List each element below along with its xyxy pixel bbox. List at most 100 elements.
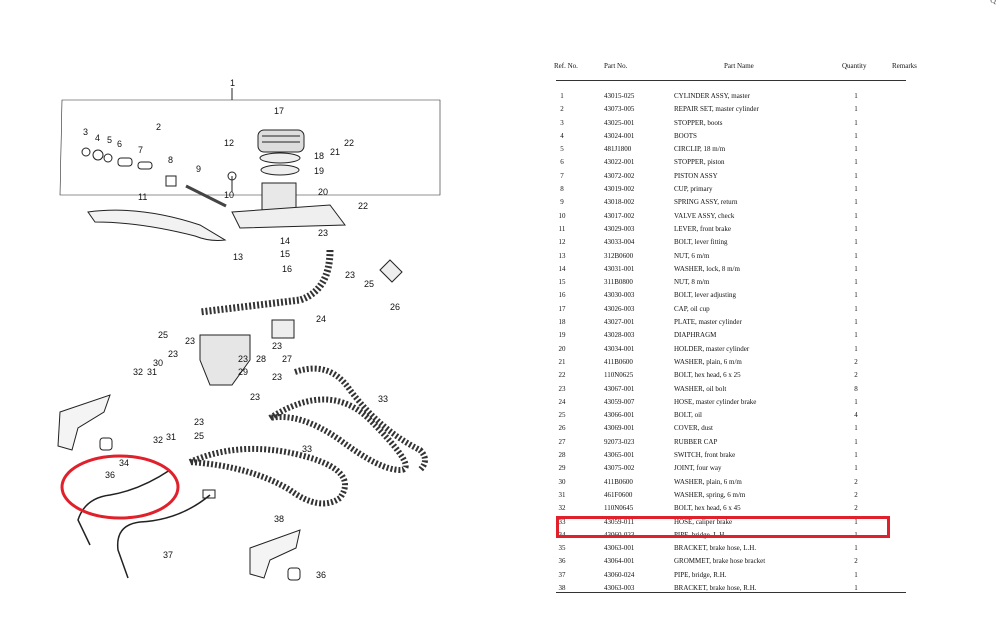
callout-label: 27 — [282, 354, 292, 364]
callout-label: 23 — [345, 270, 355, 280]
part-name-cell: RUBBER CAP — [674, 437, 718, 446]
pipe-callout-circle — [60, 454, 180, 520]
ref-no-cell: 9 — [560, 198, 564, 207]
callout-label: 38 — [274, 514, 284, 524]
part-name-cell: HOSE, caliper brake — [674, 517, 733, 526]
callout-label: 7 — [138, 145, 143, 155]
part-no-cell: 43060-023 — [604, 530, 635, 539]
ref-no-cell: 3 — [560, 118, 564, 127]
ref-no-cell: 23 — [558, 384, 566, 393]
quantity-cell: 1 — [854, 211, 858, 220]
part-no-cell: 43031-001 — [604, 264, 635, 273]
callout-label: 23 — [250, 392, 260, 402]
hose-24 — [199, 249, 334, 316]
quantity-cell: 1 — [854, 118, 858, 127]
part-name-cell: SPRING ASSY, return — [674, 198, 738, 207]
highlight-box — [556, 516, 890, 538]
bracket-rh — [249, 529, 301, 579]
quantity-cell: 2 — [854, 371, 858, 380]
part-name-cell: BOLT, hex head, 6 x 45 — [674, 504, 741, 513]
part-no-cell: 411B0600 — [604, 357, 633, 366]
assembly-outline — [59, 99, 441, 196]
part-no-cell: 461F0600 — [604, 490, 633, 499]
brake-lever — [87, 209, 227, 241]
part-name-cell: CAP, oil cup — [674, 304, 710, 313]
part-no-cell: 43066-001 — [604, 411, 635, 420]
part-name-cell: WASHER, spring, 6 m/m — [674, 490, 746, 499]
callout-label: 32 — [153, 435, 163, 445]
header-part-no: Part No. — [604, 62, 628, 70]
parts-list-table: Ref. No. Part No. Part Name Quantity Rem… — [548, 62, 928, 595]
part-no-cell: 92073-023 — [604, 437, 635, 446]
part-name-cell: SWITCH, front brake — [674, 451, 736, 460]
quantity-cell: 1 — [854, 145, 858, 154]
ref-no-cell: 32 — [558, 504, 566, 513]
ref-no-cell: 13 — [558, 251, 566, 260]
quantity-cell: 1 — [854, 171, 858, 180]
callout-label: 23 — [318, 228, 328, 238]
part-no-cell: 43022-001 — [604, 158, 635, 167]
part-no-cell: 481J1800 — [604, 145, 632, 154]
quantity-cell: 1 — [854, 424, 858, 433]
callout-label: 23 — [194, 417, 204, 427]
ref-no-cell: 38 — [558, 583, 566, 592]
part-name-cell: BOOTS — [674, 131, 697, 140]
callout-label: 10 — [224, 190, 234, 200]
header-rule — [556, 80, 906, 81]
part-name-cell: HOSE, master cylinder brake — [674, 397, 757, 406]
callout-label: 22 — [344, 138, 354, 148]
quantity-cell: 1 — [854, 291, 858, 300]
caliper-hose-33a — [268, 396, 409, 474]
quantity-cell: 8 — [854, 384, 858, 393]
callout-label: 23 — [238, 354, 248, 364]
quantity-cell: 1 — [854, 397, 858, 406]
callout-label: 16 — [282, 264, 292, 274]
part-name-cell: BOLT, lever adjusting — [674, 291, 737, 300]
cylinder-mount — [231, 204, 346, 229]
quantity-cell: 1 — [854, 344, 858, 353]
part-no-cell: 43075-002 — [604, 464, 635, 473]
ref-no-cell: 7 — [560, 171, 564, 180]
part-name-cell: WASHER, oil bolt — [674, 384, 727, 393]
part-no-cell: 43019-002 — [604, 185, 635, 194]
callout-label: 15 — [280, 249, 290, 259]
ref-no-cell: 5 — [560, 145, 564, 154]
ref-no-cell: 21 — [558, 357, 566, 366]
callout-label: 9 — [196, 164, 201, 174]
ref-no-cell: 34 — [558, 530, 566, 539]
callout-label: 21 — [330, 147, 340, 157]
callout-label: 36 — [105, 470, 115, 480]
part-name-cell: LEVER, front brake — [674, 224, 731, 233]
quantity-cell: 1 — [854, 331, 858, 340]
part-name-cell: VALVE ASSY, check — [674, 211, 735, 220]
bridge-pipe-rh — [116, 494, 211, 579]
quantity-cell: 2 — [854, 490, 858, 499]
part-name-cell: CIRCLIP, 18 m/m — [674, 145, 726, 154]
quantity-cell: 1 — [854, 264, 858, 273]
quantity-cell: 1 — [854, 451, 858, 460]
quantity-cell: 1 — [854, 224, 858, 233]
callout-label: 25 — [364, 279, 374, 289]
quantity-cell: 1 — [854, 464, 858, 473]
callout-label: 13 — [233, 252, 243, 262]
part-name-cell: GROMMET, brake hose bracket — [674, 557, 766, 566]
callout-label: 29 — [238, 367, 248, 377]
part-name-cell: CUP, primary — [674, 185, 713, 194]
ref-no-cell: 33 — [558, 517, 566, 526]
